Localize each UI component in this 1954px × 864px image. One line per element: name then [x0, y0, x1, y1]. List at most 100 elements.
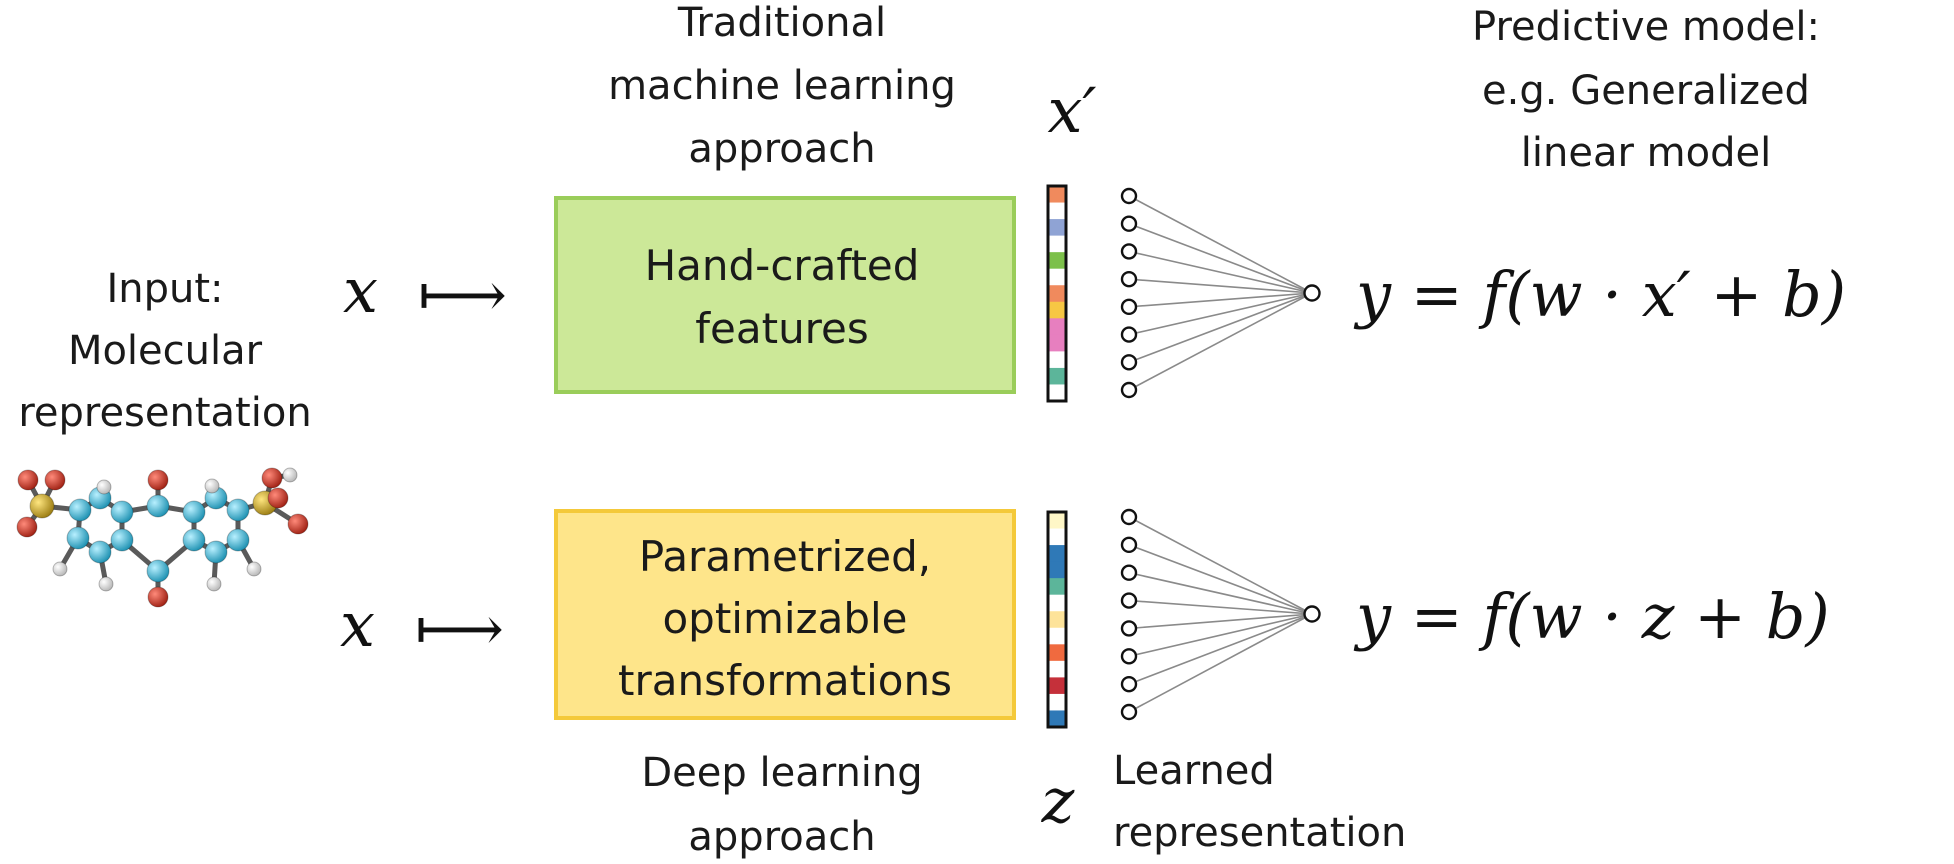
- learned-vector-cell: [1048, 693, 1066, 711]
- predictive-model-line-1: Predictive model:: [1472, 4, 1820, 50]
- hydrogen-atom: [246, 561, 262, 577]
- molecule-image: [16, 467, 309, 608]
- traditional-equation: y = f(w · x′ + b): [1353, 258, 1846, 331]
- traditional-net-input-node: [1120, 354, 1138, 371]
- traditional-net-input-node: [1120, 243, 1138, 260]
- oxygen-atom: [261, 467, 283, 489]
- oxygen-atom: [17, 469, 39, 491]
- learned-label-line-1: Learned: [1113, 748, 1275, 794]
- deep-footer-line-2: approach: [688, 814, 875, 860]
- traditional-input-symbol: x: [343, 254, 378, 327]
- traditional-net-output-node: [1303, 284, 1321, 302]
- traditional-net-input-node: [1120, 215, 1138, 232]
- feature-vector-cell: [1048, 367, 1066, 385]
- traditional-net-edge: [1128, 195, 1313, 294]
- deep-net-input-node: [1120, 620, 1138, 637]
- traditional-net-edge: [1128, 222, 1313, 294]
- traditional-net-edge: [1128, 292, 1313, 336]
- deep-equation: y = f(w · z + b): [1353, 580, 1830, 653]
- learned-label-line-2: representation: [1113, 810, 1406, 856]
- deep-net-edge: [1128, 613, 1313, 713]
- learned-vector-cell: [1048, 561, 1066, 579]
- traditional-net-input-node: [1120, 187, 1138, 205]
- carbon-atom: [66, 526, 90, 550]
- feature-vector-cell: [1048, 351, 1066, 369]
- input-label-line-3: representation: [18, 390, 311, 436]
- deep-net-input-node: [1120, 508, 1138, 526]
- deep-net-input-node: [1120, 675, 1138, 693]
- deep-net-input-node: [1120, 592, 1138, 609]
- learned-vector-cell: [1048, 627, 1066, 645]
- oxygen-atom: [16, 516, 38, 538]
- traditional-heading-line-2: machine learning: [608, 63, 956, 109]
- hydrogen-atom: [96, 479, 112, 495]
- feature-vector-cell: [1048, 285, 1066, 303]
- learned-vector-cell: [1048, 594, 1066, 612]
- carbon-atom: [146, 494, 170, 518]
- traditional-net-input-node: [1120, 326, 1138, 343]
- feature-vector-cell: [1048, 384, 1066, 402]
- oxygen-atom: [267, 487, 289, 509]
- traditional-network: [1120, 187, 1321, 399]
- oxygen-atom: [147, 586, 169, 608]
- learned-vector-cell: [1048, 611, 1066, 629]
- deep-footer-line-1: Deep learning: [641, 750, 922, 796]
- carbon-atom: [182, 500, 206, 524]
- deep-net-edge: [1128, 613, 1313, 658]
- oxygen-atom: [147, 469, 169, 491]
- feature-vector-cell: [1048, 334, 1066, 352]
- carbon-atom: [68, 498, 92, 522]
- feature-vector-cell: [1048, 268, 1066, 286]
- learned-vector-cell: [1048, 710, 1066, 728]
- learned-vector-cell: [1048, 660, 1066, 678]
- learned-vector-cell: [1048, 528, 1066, 546]
- feature-vector-cell: [1048, 186, 1066, 204]
- deep-maps-to-arrow: ⟼: [415, 592, 504, 665]
- parametrized-line-3: transformations: [618, 656, 952, 705]
- traditional-net-input-node: [1120, 298, 1138, 316]
- deep-net-output-node: [1303, 605, 1321, 623]
- traditional-net-edge: [1128, 292, 1313, 364]
- feature-vector-cell: [1048, 252, 1066, 270]
- sulfur-atom: [29, 493, 55, 519]
- traditional-net-input-node: [1120, 381, 1138, 399]
- hydrogen-atom: [98, 576, 114, 592]
- deep-net-input-node: [1120, 536, 1138, 554]
- carbon-atom: [182, 528, 206, 552]
- parametrized-transformations-box: [554, 509, 1016, 720]
- input-label-line-2: Molecular: [68, 328, 263, 374]
- traditional-net-edge: [1128, 278, 1313, 294]
- deep-network: [1120, 508, 1321, 721]
- learned-vector-cell: [1048, 545, 1066, 563]
- deep-net-input-node: [1120, 564, 1138, 581]
- carbon-atom: [146, 559, 170, 583]
- deep-net-edge: [1128, 571, 1313, 615]
- deep-net-edge: [1128, 613, 1313, 685]
- deep-net-input-node: [1120, 648, 1138, 665]
- traditional-heading-line-3: approach: [688, 126, 875, 172]
- learned-vector-cell: [1048, 512, 1066, 530]
- hydrogen-atom: [282, 467, 298, 483]
- learned-vector-cell: [1048, 578, 1066, 596]
- traditional-net-edge: [1128, 250, 1313, 294]
- traditional-net-edge: [1128, 292, 1313, 391]
- learned-vector-cell: [1048, 677, 1066, 695]
- deep-net-edge: [1128, 613, 1313, 630]
- predictive-model-line-2: e.g. Generalized: [1482, 68, 1810, 114]
- traditional-net-input-node: [1120, 270, 1138, 288]
- feature-vector: [1046, 184, 1068, 403]
- traditional-maps-to-arrow: ⟼: [418, 258, 507, 331]
- hand-crafted-features-line-1: Hand-crafted: [645, 241, 920, 290]
- parametrized-line-2: optimizable: [662, 594, 907, 643]
- deep-net-edge: [1128, 516, 1313, 615]
- predictive-model-line-3: linear model: [1521, 130, 1771, 176]
- hand-crafted-features-box: [554, 196, 1016, 394]
- feature-vector-cell: [1048, 219, 1066, 237]
- traditional-net-edge: [1128, 292, 1313, 308]
- traditional-heading-line-1: Traditional: [677, 0, 886, 46]
- deep-net-input-node: [1120, 703, 1138, 721]
- deep-vector-symbol: z: [1041, 764, 1075, 837]
- hydrogen-atom: [52, 561, 68, 577]
- oxygen-atom: [287, 513, 309, 535]
